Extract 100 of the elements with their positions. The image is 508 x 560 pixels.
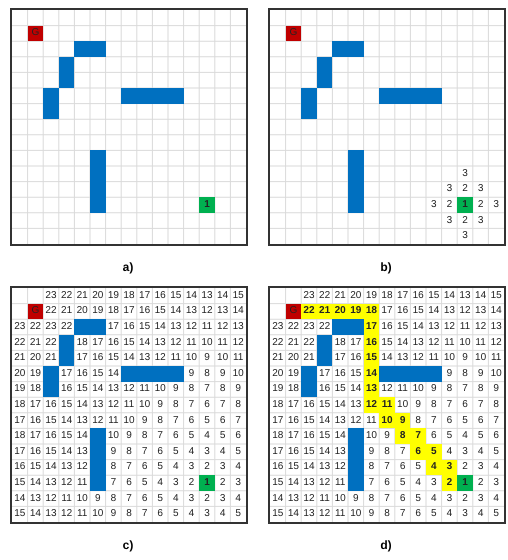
- distance-value: 3: [430, 198, 438, 212]
- distance-value: 15: [154, 304, 167, 318]
- distance-value: 9: [430, 382, 438, 396]
- distance-value: 13: [44, 476, 58, 490]
- distance-value: 18: [122, 288, 136, 303]
- distance-value: 12: [334, 460, 347, 474]
- distance-value: 10: [474, 351, 488, 366]
- distance-value: 11: [107, 414, 120, 428]
- distance-value: 3: [218, 460, 226, 474]
- distance-value: 19: [28, 366, 42, 381]
- distance-value: 9: [110, 444, 118, 459]
- distance-value: 15: [138, 320, 152, 334]
- distance-value: 23: [271, 320, 284, 334]
- distance-value: 5: [172, 507, 180, 522]
- distance-value: 9: [368, 444, 376, 459]
- distance-value: 12: [91, 414, 104, 428]
- distance-value: 2: [203, 492, 211, 506]
- distance-value: 18: [271, 429, 284, 444]
- distance-value: 13: [44, 507, 58, 522]
- distance-value: 9: [461, 351, 469, 366]
- distance-value: 8: [234, 398, 242, 412]
- distance-value: 5: [414, 492, 422, 506]
- distance-value: 18: [286, 382, 300, 396]
- distance-value: 11: [490, 351, 502, 366]
- distance-value: 7: [125, 460, 133, 474]
- distance-value: 15: [490, 288, 503, 303]
- distance-value: 5: [492, 444, 500, 459]
- distance-value: 11: [200, 320, 214, 334]
- distance-value: 10: [232, 366, 245, 381]
- distance-value: 15: [271, 507, 284, 522]
- distance-value: 3: [476, 492, 484, 506]
- distance-value: 10: [334, 492, 347, 506]
- distance-value: 5: [188, 429, 196, 444]
- distance-value: 15: [28, 460, 42, 474]
- distance-value: 16: [91, 351, 104, 366]
- distance-value: 21: [76, 288, 89, 303]
- distance-value: 16: [302, 429, 316, 444]
- distance-value: 20: [76, 304, 89, 318]
- distance-value: 15: [271, 476, 284, 490]
- distance-value: 20: [286, 351, 300, 366]
- distance-value: 13: [490, 320, 503, 334]
- distance-value: 2: [476, 476, 484, 490]
- distance-value: 14: [138, 336, 152, 350]
- path-step: 19: [348, 304, 364, 320]
- distance-value: 17: [76, 351, 89, 366]
- distance-value: 18: [380, 288, 394, 303]
- distance-value: 5: [218, 429, 226, 444]
- distance-value: 16: [122, 320, 136, 334]
- distance-value: 15: [318, 398, 332, 412]
- distance-value: 8: [476, 382, 484, 396]
- distance-value: 4: [492, 492, 500, 506]
- distance-value: 2: [461, 182, 469, 196]
- distance-value: 9: [156, 398, 164, 412]
- distance-value: 14: [380, 351, 394, 366]
- distance-value: 16: [76, 366, 89, 381]
- distance-value: 14: [396, 336, 410, 350]
- distance-value: 3: [461, 444, 469, 459]
- distance-value: 16: [286, 414, 300, 428]
- panel-caption: a): [122, 260, 134, 274]
- goal-marker: 1: [199, 197, 215, 213]
- distance-value: 6: [156, 507, 164, 522]
- distance-value: 3: [461, 229, 469, 244]
- distance-value: 15: [76, 382, 89, 396]
- distance-value: 13: [184, 304, 198, 318]
- distance-value: 2: [476, 198, 484, 212]
- distance-value: 6: [398, 460, 406, 474]
- distance-value: 8: [446, 382, 454, 396]
- distance-value: 14: [122, 351, 136, 366]
- distance-value: 2: [446, 198, 454, 212]
- panel-caption: c): [122, 538, 134, 552]
- distance-value: 18: [271, 398, 284, 412]
- distance-value: 12: [380, 382, 394, 396]
- distance-value: 14: [76, 398, 89, 412]
- distance-value: 16: [106, 336, 120, 350]
- distance-value: 8: [156, 414, 164, 428]
- distance-value: 22: [271, 336, 284, 350]
- distance-value: 3: [476, 214, 484, 228]
- distance-value: 4: [234, 460, 242, 474]
- distance-value: 9: [352, 492, 360, 506]
- distance-value: 16: [154, 288, 167, 303]
- distance-value: 17: [13, 414, 26, 428]
- distance-value: 16: [44, 429, 58, 444]
- distance-value: 15: [349, 366, 362, 381]
- distance-value: 16: [412, 288, 425, 303]
- distance-value: 15: [334, 382, 347, 396]
- distance-value: 18: [76, 336, 89, 350]
- distance-value: 3: [476, 460, 484, 474]
- distance-value: 9: [203, 351, 211, 366]
- distance-value: 9: [140, 414, 148, 428]
- distance-value: 12: [60, 476, 74, 490]
- distance-value: 14: [474, 288, 488, 303]
- distance-value: 10: [76, 492, 89, 506]
- distance-value: 12: [216, 320, 230, 334]
- distance-value: 14: [412, 320, 425, 334]
- path-step: 12: [364, 397, 380, 413]
- distance-value: 17: [271, 444, 284, 459]
- distance-value: 8: [492, 398, 500, 412]
- distance-value: 19: [106, 288, 120, 303]
- distance-value: 17: [286, 398, 300, 412]
- distance-value: 14: [91, 382, 104, 396]
